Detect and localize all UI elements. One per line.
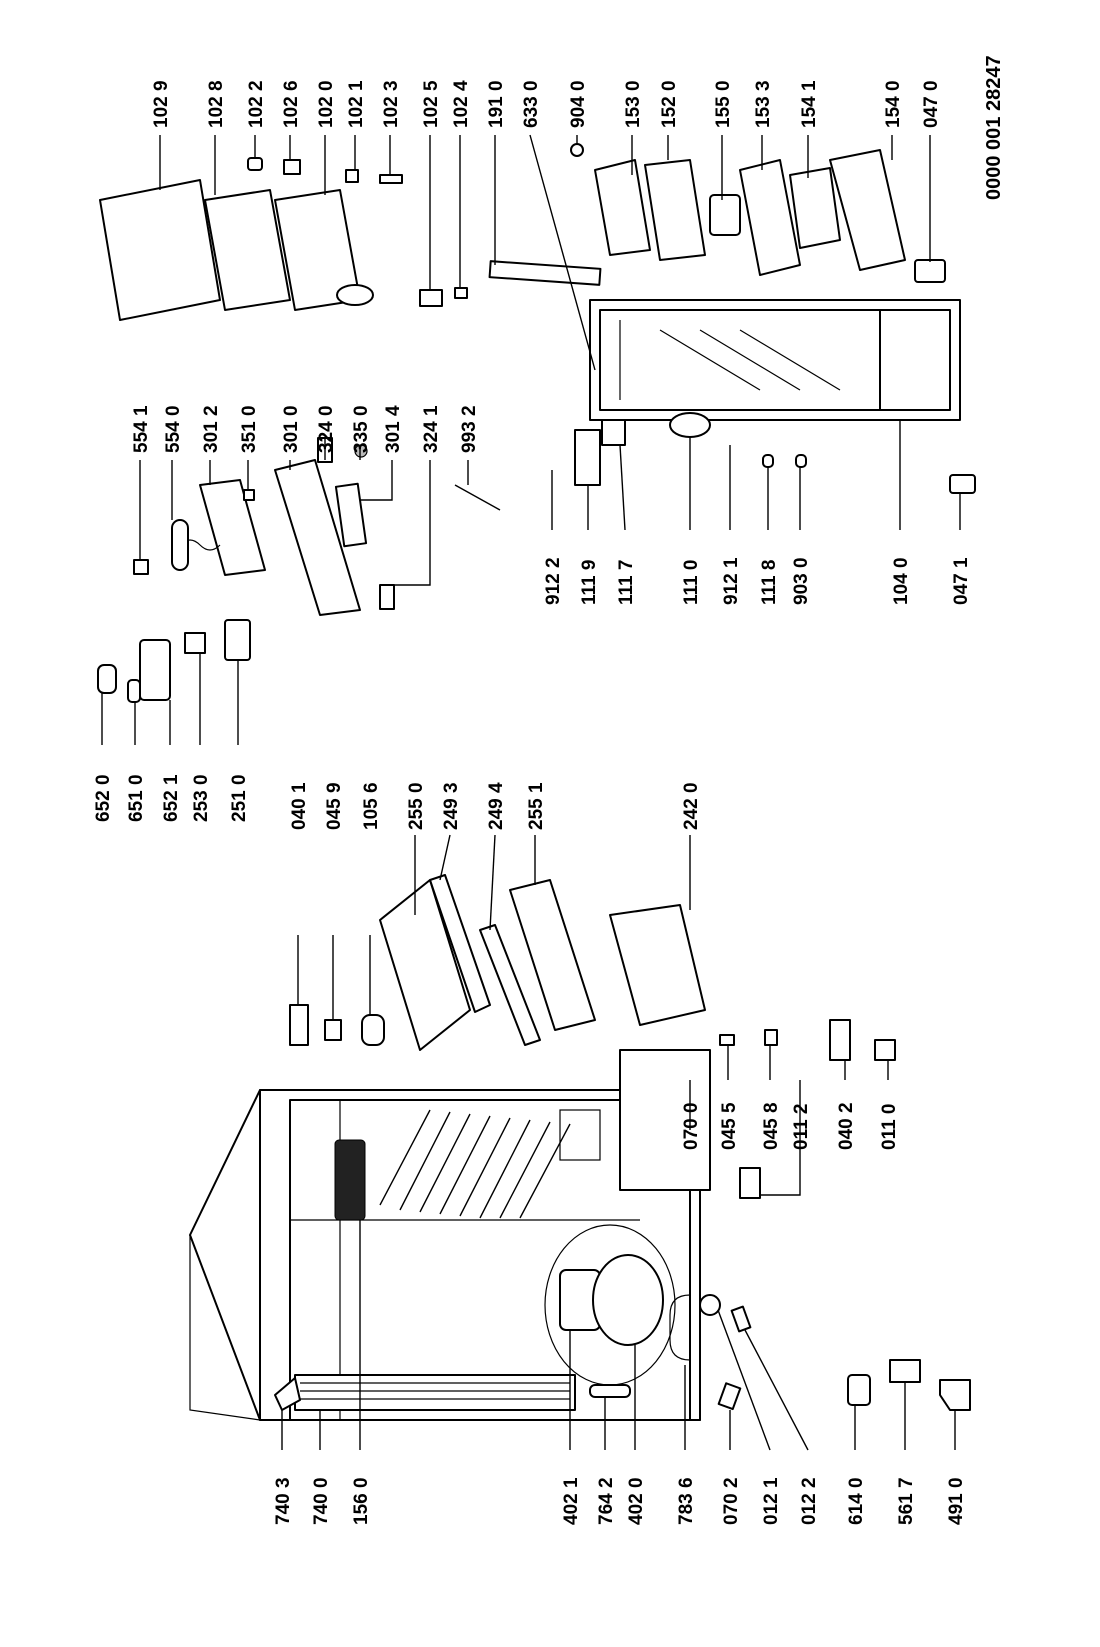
label-301-4: 301 4: [383, 405, 404, 453]
condenser-740-drawing: [274, 1374, 631, 1411]
label-301-0: 301 0: [281, 405, 302, 453]
label-251-0: 251 0: [229, 774, 250, 822]
freezer-flap-parts: [99, 179, 468, 321]
label-102-2: 102 2: [246, 80, 267, 128]
label-011-2: 011 2: [791, 1104, 812, 1151]
label-904-0: 904 0: [568, 80, 589, 128]
label-105-6: 105 6: [361, 782, 382, 830]
label-102-1: 102 1: [346, 80, 367, 128]
bottom-plinth-070: [619, 1049, 711, 1191]
label-652-0: 652 0: [93, 774, 114, 822]
label-102-8: 102 8: [206, 80, 227, 128]
label-324-0: 324 0: [316, 405, 337, 453]
label-111-0: 111 0: [681, 560, 702, 605]
door-bins: [247, 143, 946, 286]
label-740-3: 740 3: [273, 1477, 294, 1525]
label-154-0: 154 0: [883, 80, 904, 128]
label-764-2: 764 2: [596, 1477, 617, 1525]
label-104-0: 104 0: [891, 557, 912, 605]
label-402-1: 402 1: [561, 1477, 582, 1525]
label-301-2: 301 2: [201, 405, 222, 453]
label-903-0: 903 0: [791, 557, 812, 605]
label-047-0: 047 0: [921, 80, 942, 128]
label-993-2: 993 2: [459, 405, 480, 453]
label-111-7: 111 7: [616, 560, 637, 605]
label-070-0: 070 0: [681, 1102, 702, 1150]
label-040-2: 040 2: [836, 1102, 857, 1150]
label-155-0: 155 0: [713, 80, 734, 128]
cabinet-drawing: [189, 1049, 711, 1421]
label-102-9: 102 9: [151, 80, 172, 128]
label-351-0: 351 0: [239, 405, 260, 453]
label-652-1: 652 1: [161, 774, 182, 822]
leader-lines: [101, 134, 961, 1451]
label-255-0: 255 0: [406, 782, 427, 830]
label-045-8: 045 8: [761, 1102, 782, 1150]
label-102-0: 102 0: [316, 80, 337, 128]
label-191-0: 191 0: [486, 80, 507, 128]
label-111-9: 111 9: [579, 560, 600, 605]
document-number: 0000 001 28247: [983, 55, 1005, 200]
label-153-0: 153 0: [623, 80, 644, 128]
label-047-1: 047 1: [951, 557, 972, 605]
glass-shelves: [289, 874, 896, 1199]
label-651-0: 651 0: [126, 774, 147, 822]
label-045-5: 045 5: [719, 1102, 740, 1150]
label-561-7: 561 7: [896, 1477, 917, 1525]
label-402-0: 402 0: [626, 1477, 647, 1525]
compressor-detail: [544, 1224, 676, 1386]
label-242-0: 242 0: [681, 782, 702, 830]
label-102-5: 102 5: [421, 80, 442, 128]
control-panel-parts: [133, 437, 501, 616]
label-912-1: 912 1: [721, 557, 742, 605]
label-154-1: 154 1: [799, 80, 820, 128]
label-011-0: 011 0: [879, 1104, 900, 1151]
label-102-4: 102 4: [451, 80, 472, 128]
label-554-1: 554 1: [131, 405, 152, 453]
label-153-3: 153 3: [753, 80, 774, 128]
label-249-3: 249 3: [441, 782, 462, 830]
label-249-4: 249 4: [486, 782, 507, 830]
lamp-cover-parts: [551, 419, 976, 494]
label-152-0: 152 0: [659, 80, 680, 128]
label-740-0: 740 0: [311, 1477, 332, 1525]
label-102-3: 102 3: [381, 80, 402, 128]
label-012-1: 012 1: [761, 1477, 782, 1525]
label-633-0: 633 0: [521, 80, 542, 128]
label-324-1: 324 1: [421, 405, 442, 453]
label-491-0: 491 0: [946, 1477, 967, 1525]
label-045-9: 045 9: [324, 782, 345, 830]
electrical-small-parts: [669, 1294, 971, 1411]
part-labels: 102 9 102 8 102 2 102 6 102 0 102 1 102 …: [93, 55, 1005, 1525]
condenser-grille-156: [334, 1139, 366, 1221]
label-012-2: 012 2: [799, 1477, 820, 1525]
label-111-8: 111 8: [759, 560, 780, 605]
label-253-0: 253 0: [191, 774, 212, 822]
thermostat-parts: [97, 619, 251, 703]
door-104-drawing: [589, 299, 961, 438]
label-070-2: 070 2: [721, 1477, 742, 1525]
label-335-0: 335 0: [351, 405, 372, 453]
label-554-0: 554 0: [163, 405, 184, 453]
label-783-6: 783 6: [676, 1477, 697, 1525]
label-040-1: 040 1: [289, 782, 310, 830]
label-255-1: 255 1: [526, 782, 547, 830]
label-614-0: 614 0: [846, 1477, 867, 1525]
label-912-2: 912 2: [543, 557, 564, 605]
label-102-6: 102 6: [281, 80, 302, 128]
cabinet-shelf-rails: [379, 1109, 571, 1219]
label-156-0: 156 0: [351, 1477, 372, 1525]
